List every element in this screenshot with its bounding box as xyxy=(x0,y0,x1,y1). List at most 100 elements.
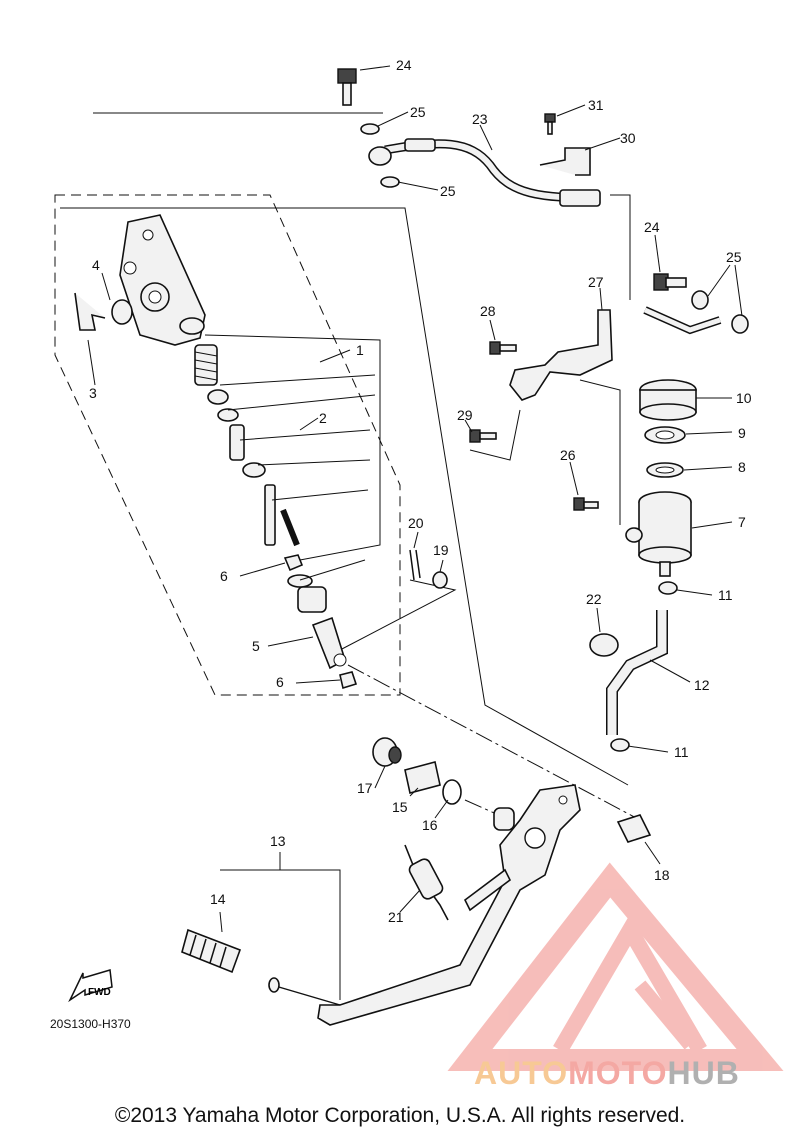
pedal-rubber xyxy=(181,928,242,974)
group-bracket-13 xyxy=(220,852,341,1000)
piston xyxy=(229,424,245,461)
callout-30: 30 xyxy=(620,130,636,146)
clevis-pin xyxy=(616,814,652,843)
bleed-screw xyxy=(74,292,106,331)
bracket-bolt-29 xyxy=(469,429,497,443)
nut-6b xyxy=(339,671,358,690)
reservoir-bracket xyxy=(509,309,613,401)
reservoir-hose xyxy=(606,610,668,735)
washer-25b xyxy=(380,176,400,188)
reservoir-bolt-26 xyxy=(573,497,599,511)
callout-28: 28 xyxy=(480,303,496,319)
callout-12: 12 xyxy=(694,677,710,693)
watermark-part-1: AUTO xyxy=(474,1055,569,1091)
watermark-text: AUTOMOTOHUB xyxy=(474,1055,740,1092)
callout-5: 5 xyxy=(252,638,260,654)
washer-19 xyxy=(432,571,448,589)
hose-clip-22 xyxy=(589,633,619,657)
piston-kit-spring xyxy=(194,344,218,386)
hose-clip-11b xyxy=(610,738,630,752)
reference-chain-pin xyxy=(347,664,641,821)
nut-6a xyxy=(283,554,304,572)
callout-8: 8 xyxy=(738,459,746,475)
cotter-pin xyxy=(409,549,421,581)
callout-29: 29 xyxy=(457,407,473,423)
pedal-shaft-end xyxy=(268,977,280,993)
watermark-logo xyxy=(447,862,784,1071)
brake-pedal xyxy=(317,784,581,1026)
piston-cup-1 xyxy=(207,389,229,405)
diagram-code: 20S1300-H370 xyxy=(50,1017,131,1031)
reservoir-cap xyxy=(639,379,697,421)
callout-23: 23 xyxy=(472,111,488,127)
bleed-cap xyxy=(111,299,133,325)
master-cylinder-body xyxy=(119,214,206,346)
callout-7: 7 xyxy=(738,514,746,530)
callout-25b: 25 xyxy=(440,183,456,199)
callout-2: 2 xyxy=(319,410,327,426)
piston-cup-2 xyxy=(217,408,239,422)
callout-26: 26 xyxy=(560,447,576,463)
callout-17: 17 xyxy=(357,780,373,796)
callout-14: 14 xyxy=(210,891,226,907)
pivot-bushing xyxy=(404,761,441,794)
reference-frame-main xyxy=(60,207,629,786)
fwd-arrow-icon: FWD xyxy=(68,969,113,1003)
push-rod xyxy=(264,484,276,546)
leader-lines xyxy=(87,65,743,933)
callout-24b: 24 xyxy=(644,219,660,235)
callout-10: 10 xyxy=(736,390,752,406)
banjo-bolt-right xyxy=(653,273,687,291)
reference-frame-rod xyxy=(339,579,457,651)
callout-11b: 11 xyxy=(674,744,689,760)
callout-9: 9 xyxy=(738,425,746,441)
callout-16: 16 xyxy=(422,817,438,833)
callout-6b: 6 xyxy=(276,674,284,690)
master-cylinder-assembly-box xyxy=(54,194,401,696)
callout-15: 15 xyxy=(392,799,408,815)
reference-frame-bracket xyxy=(469,379,621,525)
callout-27: 27 xyxy=(588,274,604,290)
bracket-bolt-31 xyxy=(544,113,556,135)
callout-25c: 25 xyxy=(726,249,742,265)
fwd-label: FWD xyxy=(88,987,111,998)
callout-21: 21 xyxy=(388,909,404,925)
push-rod-thread xyxy=(280,508,300,547)
callout-31: 31 xyxy=(588,97,604,113)
pivot-bolt xyxy=(372,737,402,767)
copyright-notice: ©2013 Yamaha Motor Corporation, U.S.A. A… xyxy=(114,1104,686,1127)
callout-3: 3 xyxy=(89,385,97,401)
callout-22: 22 xyxy=(586,591,602,607)
reservoir-plate xyxy=(646,462,684,478)
callout-6a: 6 xyxy=(220,568,228,584)
watermark-part-3: HUB xyxy=(667,1055,740,1091)
callout-1: 1 xyxy=(356,342,364,358)
hose-clamp-bracket xyxy=(539,147,591,176)
brake-hose xyxy=(368,138,601,207)
o-ring-16 xyxy=(442,779,462,805)
washer-25d xyxy=(731,314,749,334)
callout-11a: 11 xyxy=(718,587,733,603)
callout-18: 18 xyxy=(654,867,670,883)
clevis xyxy=(311,616,347,670)
reservoir-tank xyxy=(625,491,692,577)
rod-boot xyxy=(297,586,327,613)
reservoir-diaphragm xyxy=(644,426,686,444)
hose-clip-11a xyxy=(658,581,678,595)
reference-frame-reservoir-hose xyxy=(610,194,631,300)
pedal-shaft xyxy=(271,984,341,1006)
washer-25c xyxy=(691,290,709,310)
callout-19: 19 xyxy=(433,542,449,558)
callout-25a: 25 xyxy=(410,104,426,120)
callout-4: 4 xyxy=(92,257,100,273)
reservoir-feed-hose xyxy=(643,306,722,335)
callout-13: 13 xyxy=(270,833,286,849)
bracket-bolt-28 xyxy=(489,341,517,355)
callout-20: 20 xyxy=(408,515,424,531)
washer-25a xyxy=(360,123,380,135)
watermark-part-2: MOTO xyxy=(568,1055,668,1091)
piston-cup-3 xyxy=(242,462,266,478)
callout-24a: 24 xyxy=(396,57,412,73)
circlip-ring xyxy=(287,574,313,588)
